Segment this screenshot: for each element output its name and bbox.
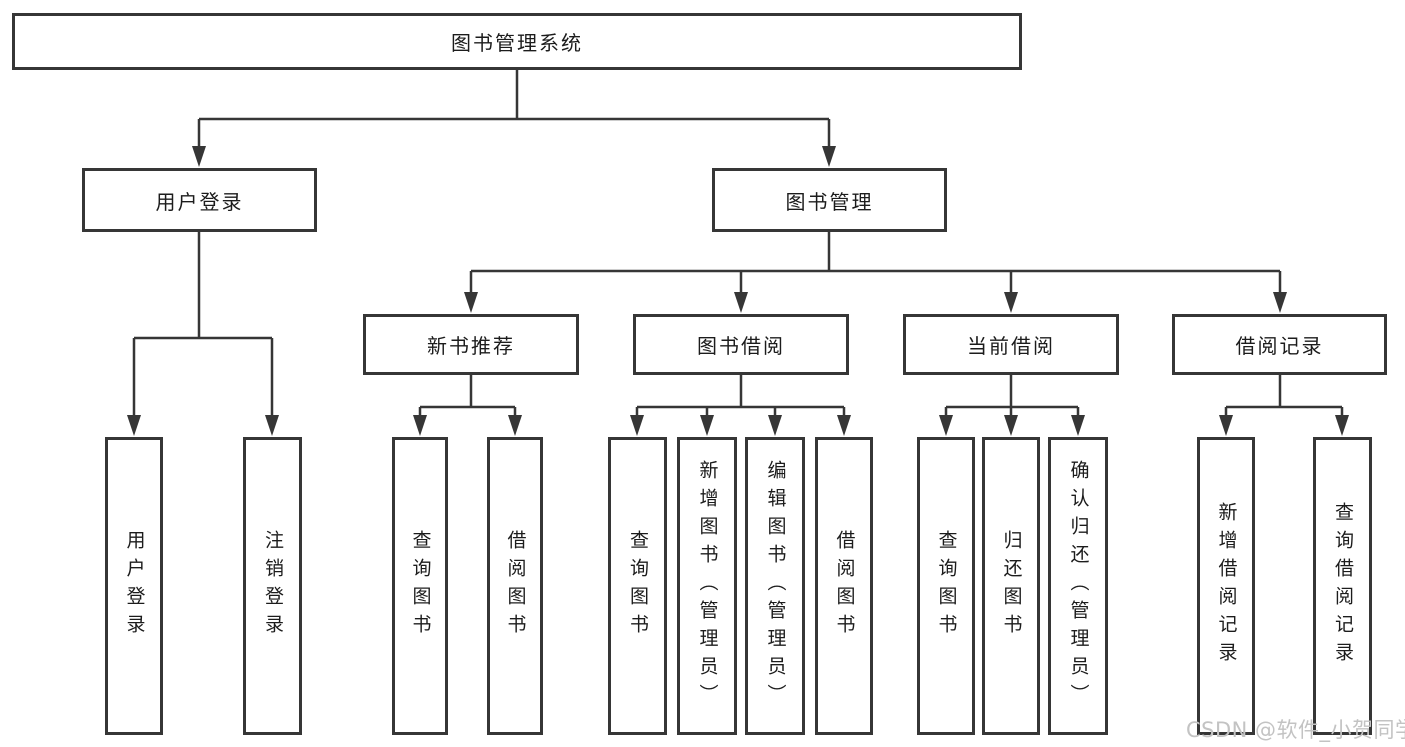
node-leaf-query-borrow-record-label: 查询借阅记录 <box>1332 502 1354 670</box>
node-new-book-recommend: 新书推荐 <box>363 314 579 375</box>
node-leaf-confirm-return-admin: 确认归还（管理员） <box>1048 437 1108 735</box>
node-user-login: 用户登录 <box>82 168 317 232</box>
node-new-book-recommend-label: 新书推荐 <box>427 334 515 358</box>
node-leaf-current-query-books-label: 查询图书 <box>935 530 958 642</box>
node-leaf-add-books-admin-label: 新增图书（管理员） <box>696 460 719 712</box>
node-leaf-recommend-query-books: 查询图书 <box>392 437 448 735</box>
connector-current-to-leaves <box>944 375 1080 417</box>
node-leaf-recommend-borrow-books-label: 借阅图书 <box>504 530 527 642</box>
node-leaf-add-borrow-record-label: 新增借阅记录 <box>1215 502 1238 670</box>
node-leaf-borrow-borrow-books-label: 借阅图书 <box>833 530 856 642</box>
node-book-management: 图书管理 <box>712 168 947 232</box>
node-leaf-confirm-return-admin-label: 确认归还（管理员） <box>1067 460 1090 712</box>
connector-records-to-leaves <box>1224 375 1344 417</box>
node-leaf-return-books-label: 归还图书 <box>1000 530 1023 642</box>
node-leaf-edit-books-admin-label: 编辑图书（管理员） <box>764 460 787 712</box>
connector-root-to-level2 <box>197 70 831 147</box>
node-leaf-current-query-books: 查询图书 <box>917 437 975 735</box>
connector-login-to-leaves <box>132 232 274 417</box>
node-current-borrow-label: 当前借阅 <box>967 334 1055 358</box>
node-root: 图书管理系统 <box>12 13 1022 70</box>
node-leaf-logout-label: 注销登录 <box>262 530 284 642</box>
node-leaf-recommend-borrow-books: 借阅图书 <box>487 437 543 735</box>
connector-recommend-to-leaves <box>418 375 517 417</box>
node-borrow-records: 借阅记录 <box>1172 314 1387 375</box>
connector-borrow-to-leaves <box>635 375 846 417</box>
connector-mgmt-to-level3 <box>469 232 1282 293</box>
node-borrow-records-label: 借阅记录 <box>1235 334 1324 358</box>
node-leaf-logout: 注销登录 <box>243 437 302 735</box>
node-leaf-borrow-query-books: 查询图书 <box>608 437 667 735</box>
node-leaf-edit-books-admin: 编辑图书（管理员） <box>745 437 805 735</box>
node-leaf-borrow-query-books-label: 查询图书 <box>627 530 649 642</box>
node-book-borrow-label: 图书借阅 <box>697 334 785 358</box>
node-leaf-borrow-borrow-books: 借阅图书 <box>815 437 873 735</box>
node-leaf-add-borrow-record: 新增借阅记录 <box>1197 437 1255 735</box>
node-user-login-label: 用户登录 <box>155 189 244 214</box>
node-leaf-user-login: 用户登录 <box>105 437 163 735</box>
watermark: CSDN @软件_小贺同学 <box>1186 718 1405 742</box>
node-current-borrow: 当前借阅 <box>903 314 1119 375</box>
node-leaf-add-books-admin: 新增图书（管理员） <box>677 437 737 735</box>
node-book-management-label: 图书管理 <box>785 189 874 214</box>
node-leaf-user-login-label: 用户登录 <box>123 530 146 642</box>
node-leaf-query-borrow-record: 查询借阅记录 <box>1313 437 1372 735</box>
node-leaf-recommend-query-books-label: 查询图书 <box>409 530 432 642</box>
node-book-borrow: 图书借阅 <box>633 314 849 375</box>
node-leaf-return-books: 归还图书 <box>982 437 1040 735</box>
node-root-label: 图书管理系统 <box>451 31 583 55</box>
